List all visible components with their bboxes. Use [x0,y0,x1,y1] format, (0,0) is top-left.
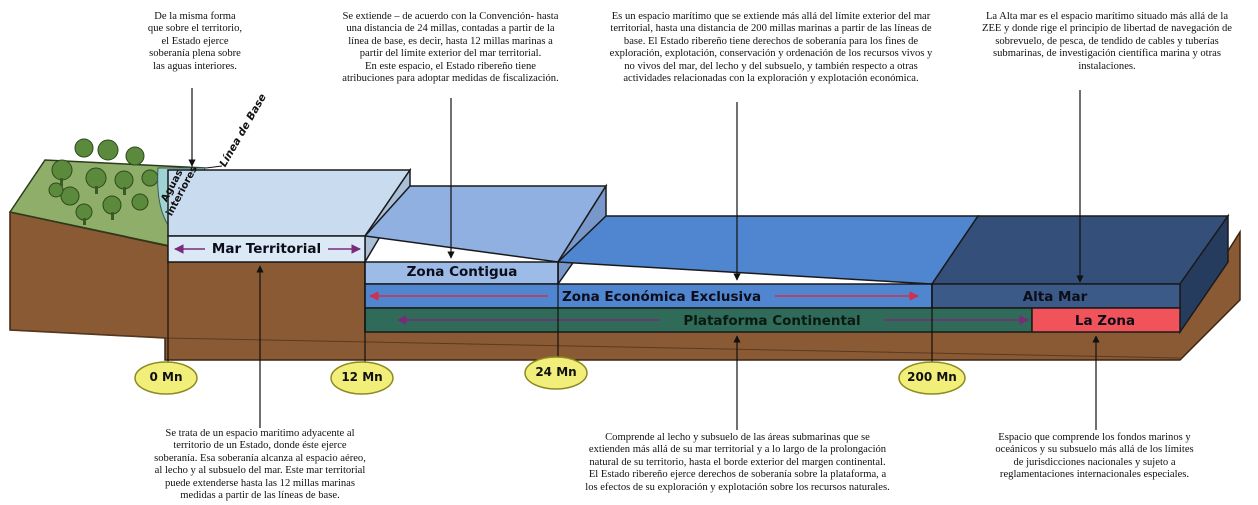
pointer-lines [188,88,1100,430]
note-continental-shelf: Comprende al lecho y subsuelo de las áre… [585,432,890,493]
marker-24 [524,356,588,390]
label-eez: Zona Económica Exclusiva [561,289,762,305]
note-inland-waters: De la misma forma que sobre el territori… [147,11,243,72]
marker-0 [134,361,198,395]
note-eez: Es un espacio marítimo que se extiende m… [609,11,933,85]
marker-12 [330,361,394,395]
note-contiguous-zone: Se extiende – de acuerdo con la Convenci… [342,11,559,85]
marker-label-12: 12 Mn [341,370,383,384]
zone-arrows [174,244,1029,325]
boundary-lines [167,262,933,366]
note-territorial-sea: Se trata de un espacio marítimo adyacent… [154,428,366,502]
label-continental-shelf: Plataforma Continental [683,313,861,329]
marker-label-200: 200 Mn [907,370,957,384]
note-high-seas: La Alta mar es el espacio marítimo situa… [981,11,1233,72]
label-contiguous-zone: Zona Contigua [406,264,518,280]
distance-markers [134,356,966,395]
label-territorial-sea: Mar Territorial [211,241,322,257]
label-high-seas: Alta Mar [1022,289,1088,305]
marker-label-0: 0 Mn [149,370,183,384]
label-the-area: La Zona [1074,313,1136,329]
marker-label-24: 24 Mn [535,365,577,379]
note-the-area: Espacio que comprende los fondos marinos… [995,432,1194,481]
marker-200 [898,361,966,395]
trees [48,138,159,225]
